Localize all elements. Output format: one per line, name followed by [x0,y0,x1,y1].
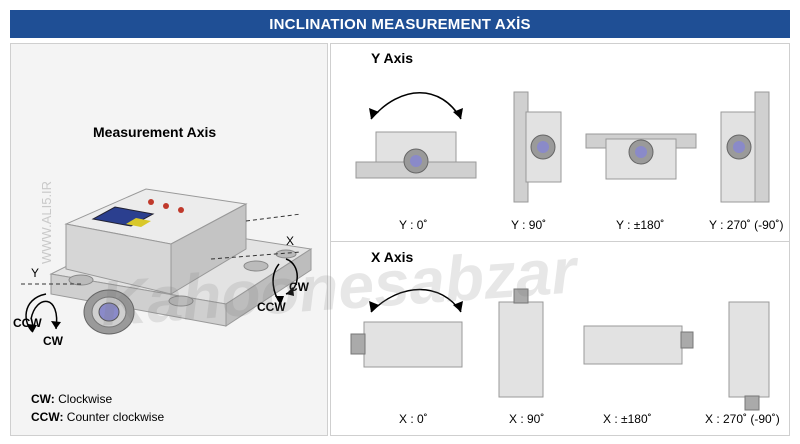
y-270-label: Y : 270˚ (-90˚) [709,218,784,232]
orientation-illustrations [350,91,770,411]
title-bar: INCLINATION MEASUREMENT AXİS [10,10,790,38]
y-90-label: Y : 90˚ [511,218,547,232]
y-180-label: Y : ±180˚ [616,218,665,232]
cw-label-right: CW [289,280,309,294]
measurement-axis-heading: Measurement Axis [93,124,217,140]
x-axis-marker: X [286,234,295,248]
legend-cw-text: Clockwise [54,392,113,406]
measurement-axis-panel: Measurement Axis WWW.ALI5.IR [10,43,328,436]
x-0-label: X : 0˚ [399,412,428,426]
section-divider [330,241,790,242]
ccw-label-right: CCW [257,300,286,314]
x-axis-heading: X Axis [371,249,414,265]
legend-ccw-text: Counter clockwise [63,410,165,424]
y-0-label: Y : 0˚ [399,218,428,232]
legend-ccw-key: CCW: [31,410,64,424]
legend-ccw: CCW: Counter clockwise [31,410,164,424]
y-axis-marker: Y [31,266,40,280]
cw-label-left: CW [43,334,63,348]
page-title: INCLINATION MEASUREMENT AXİS [269,15,531,33]
x-90-label: X : 90˚ [509,412,545,426]
sensor-3d-illustration [21,188,313,335]
main-frame: INCLINATION MEASUREMENT AXİS Measurement… [10,10,790,438]
x-270-label: X : 270˚ (-90˚) [705,412,780,426]
legend-cw-key: CW: [31,392,55,406]
y-axis-heading: Y Axis [371,50,414,66]
orientation-panel: Y Axis X Axis [330,43,790,436]
x-180-label: X : ±180˚ [603,412,652,426]
legend-cw: CW: Clockwise [31,392,112,406]
ccw-label-left: CCW [13,316,42,330]
